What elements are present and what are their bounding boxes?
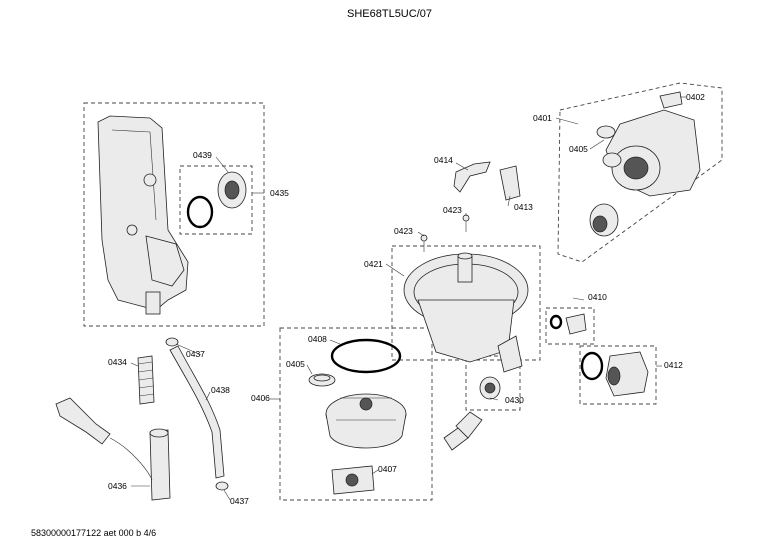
bracket-part-0414	[453, 161, 491, 193]
clamp-part-0437	[165, 337, 229, 491]
sensor-part-0410	[549, 313, 587, 335]
label-0430: 0430	[505, 395, 524, 405]
pump-part-0401	[589, 91, 701, 237]
label-0439: 0439	[193, 150, 212, 160]
screw-part-0423	[420, 214, 470, 252]
label-0408: 0408	[308, 334, 327, 344]
clip-part-0413	[499, 165, 521, 201]
label-0414: 0414	[434, 155, 453, 165]
leader-lines	[130, 96, 686, 501]
document-id: 58300000177122 aet 000 b 4/6	[31, 528, 157, 538]
hose-part-0438	[169, 345, 225, 479]
label-0438: 0438	[211, 385, 230, 395]
ring-part-0408	[330, 338, 402, 374]
impeller-housing-part-0406	[325, 393, 407, 449]
group-box-0435	[83, 102, 265, 327]
label-0406: 0406	[251, 393, 270, 403]
label-0412: 0412	[664, 360, 683, 370]
label-0405-pump: 0405	[569, 144, 588, 154]
label-0410: 0410	[588, 292, 607, 302]
valve-part-0439	[186, 171, 247, 229]
label-0421: 0421	[364, 259, 383, 269]
sump-part-0421	[403, 252, 529, 373]
label-0434: 0434	[108, 357, 127, 367]
label-0423-lower: 0423	[394, 226, 413, 236]
label-0402: 0402	[686, 92, 705, 102]
label-0401: 0401	[533, 113, 552, 123]
label-0437-lower: 0437	[230, 496, 249, 506]
label-0413: 0413	[514, 202, 533, 212]
seal-part-0405	[308, 373, 336, 387]
group-box-0412	[579, 345, 657, 405]
hose-part-0436	[55, 397, 171, 501]
hose-part-0434	[137, 355, 155, 405]
group-box-0439	[179, 165, 253, 235]
group-box-0421	[391, 245, 541, 361]
valve-part-0430	[479, 376, 501, 400]
drain-pump-part-0407	[331, 465, 375, 495]
label-0436: 0436	[108, 481, 127, 491]
group-box-0406	[279, 327, 433, 501]
hose-connector-part	[443, 411, 483, 451]
group-box-0401	[557, 82, 723, 263]
group-box-0410	[545, 307, 595, 345]
housing-part-0435	[97, 115, 189, 315]
label-0437-upper: 0437	[186, 349, 205, 359]
diagram-title: SHE68TL5UC/07	[347, 8, 432, 20]
label-0407: 0407	[378, 464, 397, 474]
label-0435: 0435	[270, 188, 289, 198]
label-0405-filter: 0405	[286, 359, 305, 369]
pump-part-0412	[580, 351, 649, 397]
label-0423-upper: 0423	[443, 205, 462, 215]
